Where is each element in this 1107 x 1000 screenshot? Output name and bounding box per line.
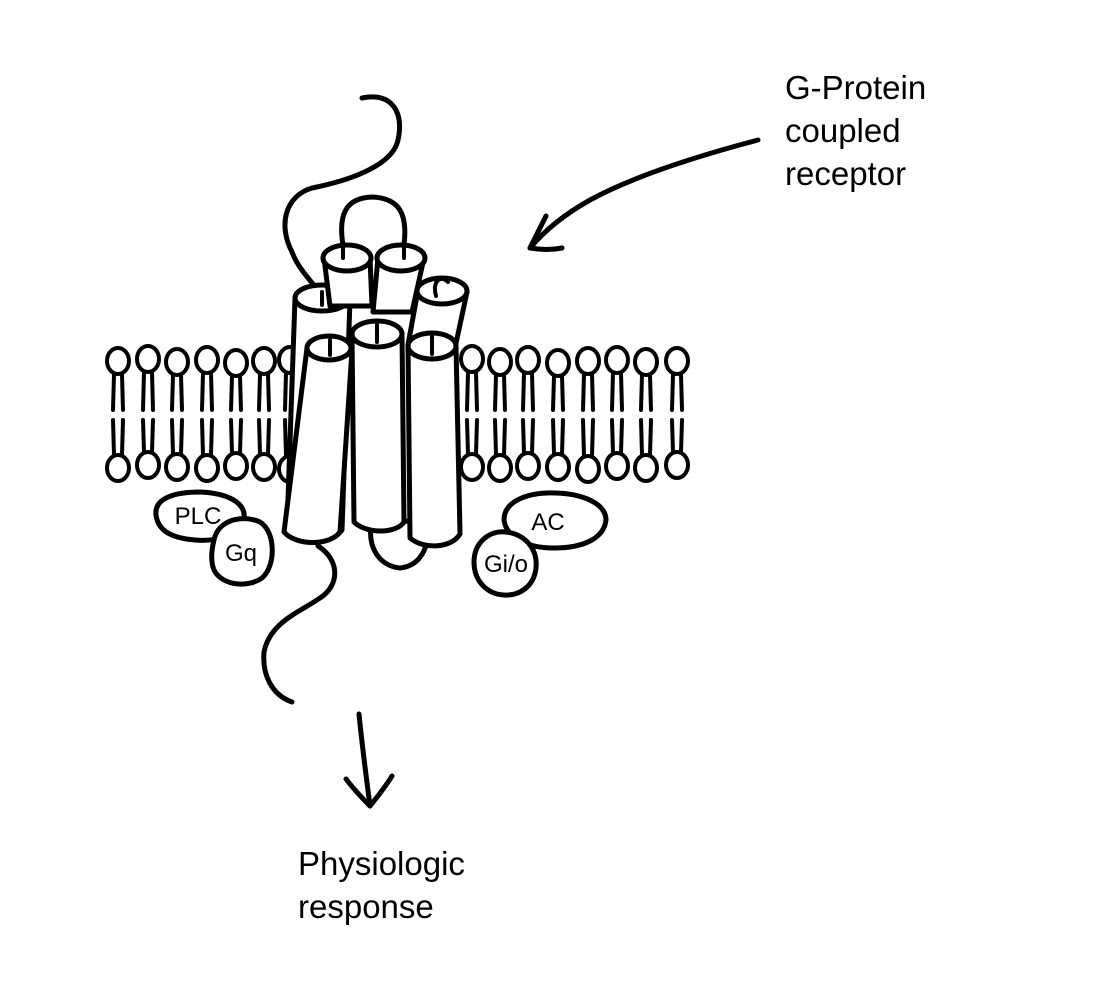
phospholipid <box>575 346 601 412</box>
phospholipid <box>604 345 630 412</box>
phospholipid <box>223 348 249 412</box>
c-terminal-tail <box>261 543 338 705</box>
phospholipid <box>575 418 601 484</box>
ac-label: AC <box>531 509 564 536</box>
phospholipid <box>604 418 630 481</box>
helix-connector <box>341 243 450 298</box>
phospholipid <box>515 418 541 481</box>
phospholipid <box>194 418 220 483</box>
transmembrane-helix <box>405 330 463 549</box>
phospholipid <box>135 418 161 480</box>
gio-label: Gi/o <box>484 551 528 578</box>
phospholipid <box>664 346 690 412</box>
phospholipid <box>459 344 485 412</box>
n-terminal-tail <box>282 94 402 293</box>
phospholipid <box>105 418 131 483</box>
gq-protein: Gq <box>209 516 275 587</box>
phospholipid <box>633 347 659 412</box>
response-label-line1: Physiologic <box>298 845 465 882</box>
transmembrane-helix <box>370 242 428 315</box>
receptor-label-line2: coupled <box>785 112 901 149</box>
transmembrane-helix <box>349 318 407 534</box>
transmembrane-helix <box>281 333 355 545</box>
phospholipid <box>633 418 659 483</box>
helix-marks <box>320 290 434 357</box>
phospholipid <box>251 418 277 482</box>
ac-protein: AC <box>501 490 609 551</box>
phospholipid <box>664 418 690 480</box>
phospholipid <box>164 418 190 482</box>
phospholipid <box>194 345 220 412</box>
plc-label: PLC <box>175 503 222 530</box>
phospholipid <box>223 418 249 481</box>
phospholipid <box>105 346 131 412</box>
receptor-label: G-Protein coupled receptor <box>785 66 926 195</box>
response-label-line2: response <box>298 888 434 925</box>
phospholipid <box>135 344 161 412</box>
gio-protein: Gi/o <box>471 529 539 598</box>
gq-label: Gq <box>225 540 257 567</box>
phospholipid <box>545 348 571 412</box>
response-arrow <box>343 711 395 809</box>
phospholipid <box>164 347 190 412</box>
transmembrane-helix <box>320 242 375 309</box>
phospholipid <box>515 345 541 412</box>
extracellular-loop <box>339 194 408 248</box>
receptor-label-line3: receptor <box>785 155 907 192</box>
phospholipid <box>251 346 277 412</box>
lipid-bilayer <box>105 344 690 484</box>
phospholipid <box>459 418 485 482</box>
phospholipid <box>487 418 513 483</box>
phospholipid <box>545 418 571 482</box>
response-label: Physiologic response <box>298 842 465 928</box>
receptor-label-line1: G-Protein <box>785 69 927 106</box>
phospholipid <box>487 347 513 412</box>
receptor-pointer-arrow <box>527 137 761 252</box>
